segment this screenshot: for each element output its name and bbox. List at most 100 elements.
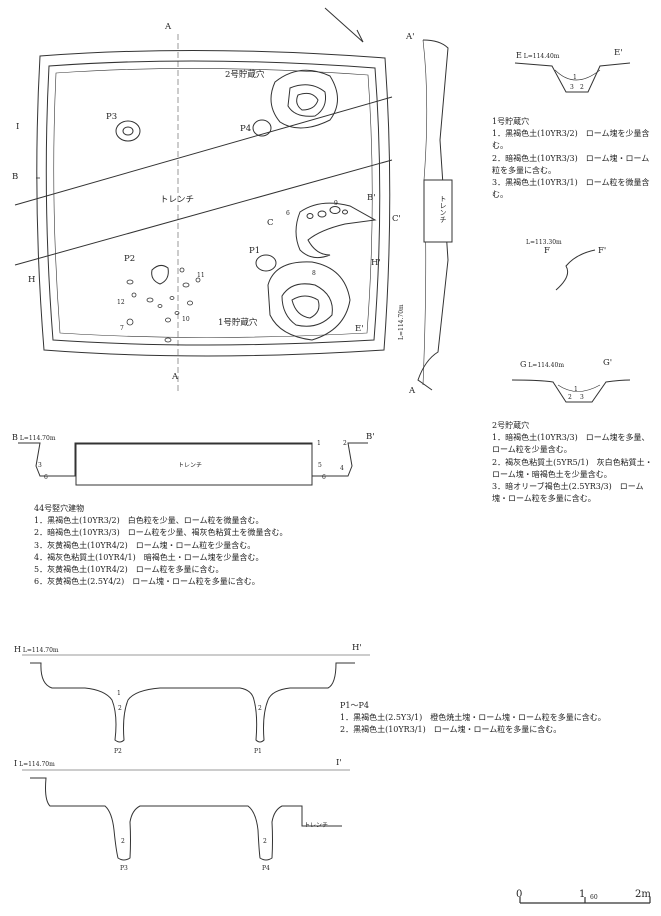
section-b-l3: 3 xyxy=(38,462,42,469)
legend-pit2: 2号貯蔵穴 1．暗褐色土(10YR3/3) ローム塊を多量、ローム粒を少量含む。… xyxy=(492,420,657,505)
section-i-trench-label: トレンチ xyxy=(304,822,329,829)
label-a-section-bottom: A xyxy=(409,386,416,396)
section-b-l6a: 6 xyxy=(44,474,48,481)
label-a-elev: L=114.70m xyxy=(398,304,405,340)
legend-p-title: P1～P4 xyxy=(340,701,369,710)
dwelling-outline-outer xyxy=(36,49,391,357)
section-e-l1: 1 xyxy=(573,74,577,81)
legend-pit1-item: 1．黒褐色土(10YR3/2) ローム塊を少量含む。 xyxy=(492,129,650,151)
legend-dwelling44: 44号竪穴建物 1．黒褐色土(10YR3/2) 白色粒を少量、ローム粒を微量含む… xyxy=(34,503,287,588)
legend-dwelling44-item: 6．灰黄褐色土(2.5Y4/2) ローム塊・ローム粒を多量に含む。 xyxy=(34,577,260,587)
label-pit2: 2号貯蔵穴 xyxy=(225,70,265,80)
section-i-profile xyxy=(30,777,342,861)
section-e-title: E L=114.40m xyxy=(516,51,560,60)
label-h-left: H xyxy=(28,275,36,285)
scale-zero: 0 xyxy=(516,889,523,900)
scale-bar xyxy=(519,897,651,904)
legend-pit2-item: 1．暗褐色土(10YR3/3) ローム塊を多量、ローム粒を少量含む。 xyxy=(492,433,650,455)
label-b-left: B xyxy=(12,172,19,182)
section-e-l2: 2 xyxy=(580,84,584,91)
section-b-l1: 1 xyxy=(317,440,321,447)
section-a-trench xyxy=(423,179,453,243)
trench-line-upper xyxy=(14,96,393,206)
scale-ratio: 60 xyxy=(590,894,598,901)
pit-p3-inner xyxy=(122,126,134,136)
section-b-end: B' xyxy=(366,432,375,442)
feature-c xyxy=(295,202,377,259)
north-arrow xyxy=(324,7,364,43)
pit-p1 xyxy=(255,254,277,272)
legend-dwelling44-title: 44号竪穴建物 xyxy=(34,504,85,513)
section-i-end: I' xyxy=(336,758,342,768)
section-e-profile xyxy=(514,62,631,93)
pit1-bottom xyxy=(291,295,320,319)
section-b-trench xyxy=(75,443,313,486)
legend-pit1-title: 1号貯蔵穴 xyxy=(492,117,530,126)
section-i-l2a: 2 xyxy=(121,838,125,845)
label-a-prime: A' xyxy=(406,32,415,42)
label-a-bottom: A xyxy=(172,372,179,382)
label-a-top: A xyxy=(165,22,172,32)
section-g-l2: 2 xyxy=(568,394,572,401)
stone-9 xyxy=(329,206,341,214)
label-11: 11 xyxy=(197,272,205,279)
section-f-title: F xyxy=(544,246,550,256)
stone-cluster-west xyxy=(126,267,201,343)
pit2-inner xyxy=(287,84,326,117)
pit1-outline xyxy=(267,261,351,341)
section-b-profile xyxy=(18,442,368,477)
section-e-l3: 3 xyxy=(570,84,574,91)
section-i-p4: P4 xyxy=(262,865,270,872)
label-9: 9 xyxy=(334,200,338,207)
legend-dwelling44-item: 1．黒褐色土(10YR3/2) 白色粒を少量、ローム粒を微量含む。 xyxy=(34,516,264,526)
legend-pit2-item: 2．褐灰色粘質土(5YR5/1) 灰白色粘質土・ローム塊・暗褐色土を少量含む。 xyxy=(492,457,653,479)
section-h-p2: P2 xyxy=(114,748,122,755)
label-h-right: H' xyxy=(371,258,381,268)
label-b-right: B' xyxy=(367,193,376,203)
trench-line-lower xyxy=(14,159,393,266)
label-7: 7 xyxy=(120,325,124,332)
scale-mid: 1 xyxy=(579,889,586,900)
label-c-prime: C' xyxy=(392,214,401,224)
legend-dwelling44-item: 4．褐灰色粘質土(10YR4/1) 暗褐色土・ローム塊を少量含む。 xyxy=(34,552,264,562)
label-c: C xyxy=(267,218,274,228)
scale-end: 2m xyxy=(635,889,651,900)
label-10: 10 xyxy=(182,316,190,323)
section-h-l1: 1 xyxy=(117,690,121,697)
section-g-profile xyxy=(511,379,631,403)
dwelling-outline-inner xyxy=(45,60,381,346)
section-h-end: H' xyxy=(352,643,362,653)
section-h-p1: P1 xyxy=(254,748,262,755)
label-8: 8 xyxy=(312,270,316,277)
section-g-title: G L=114.40m xyxy=(520,360,565,369)
pit2-bottom xyxy=(296,92,319,111)
section-h-profile xyxy=(30,662,355,743)
label-p3: P3 xyxy=(106,112,118,122)
stone-cluster xyxy=(317,210,327,218)
legend-p-item: 1．黒褐色土(2.5Y3/1) 橙色焼土塊・ローム塊・ローム粒を多量に含む。 xyxy=(340,713,606,723)
pit1-inner xyxy=(281,283,333,327)
legend-pit2-title: 2号貯蔵穴 xyxy=(492,421,530,430)
legend-p-item: 2．黒褐色土(10YR3/1) ローム塊・ローム粒を多量に含む。 xyxy=(340,725,562,735)
pit-p2 xyxy=(151,264,169,285)
label-trench-vertical: トレンチ xyxy=(439,195,447,223)
section-i-title: I L=114.70m xyxy=(14,759,55,768)
section-g-l1: 1 xyxy=(574,386,578,393)
section-e-end: E' xyxy=(614,48,623,58)
section-b-l5: 5 xyxy=(318,462,322,469)
section-h-l2a: 2 xyxy=(118,705,122,712)
pit2-outline xyxy=(270,69,338,129)
legend-pit1: 1号貯蔵穴 1．黒褐色土(10YR3/2) ローム塊を少量含む。 2．暗褐色土(… xyxy=(492,116,657,201)
label-pit1: 1号貯蔵穴 xyxy=(218,318,258,328)
section-b-title: B L=114.70m xyxy=(12,433,56,442)
label-p1: P1 xyxy=(249,246,261,256)
section-h-l2b: 2 xyxy=(258,705,262,712)
section-f-end: F' xyxy=(598,246,607,256)
pit-p3 xyxy=(115,120,141,142)
section-b-l2: 2 xyxy=(343,440,347,447)
legend-dwelling44-item: 5．灰黄褐色土(10YR4/2) ローム粒を多量に含む。 xyxy=(34,565,224,575)
section-i-l2b: 2 xyxy=(263,838,267,845)
section-g-l3: 3 xyxy=(580,394,584,401)
section-f-elev: L=113.30m xyxy=(526,239,562,246)
dwelling-floor-line xyxy=(53,68,373,338)
